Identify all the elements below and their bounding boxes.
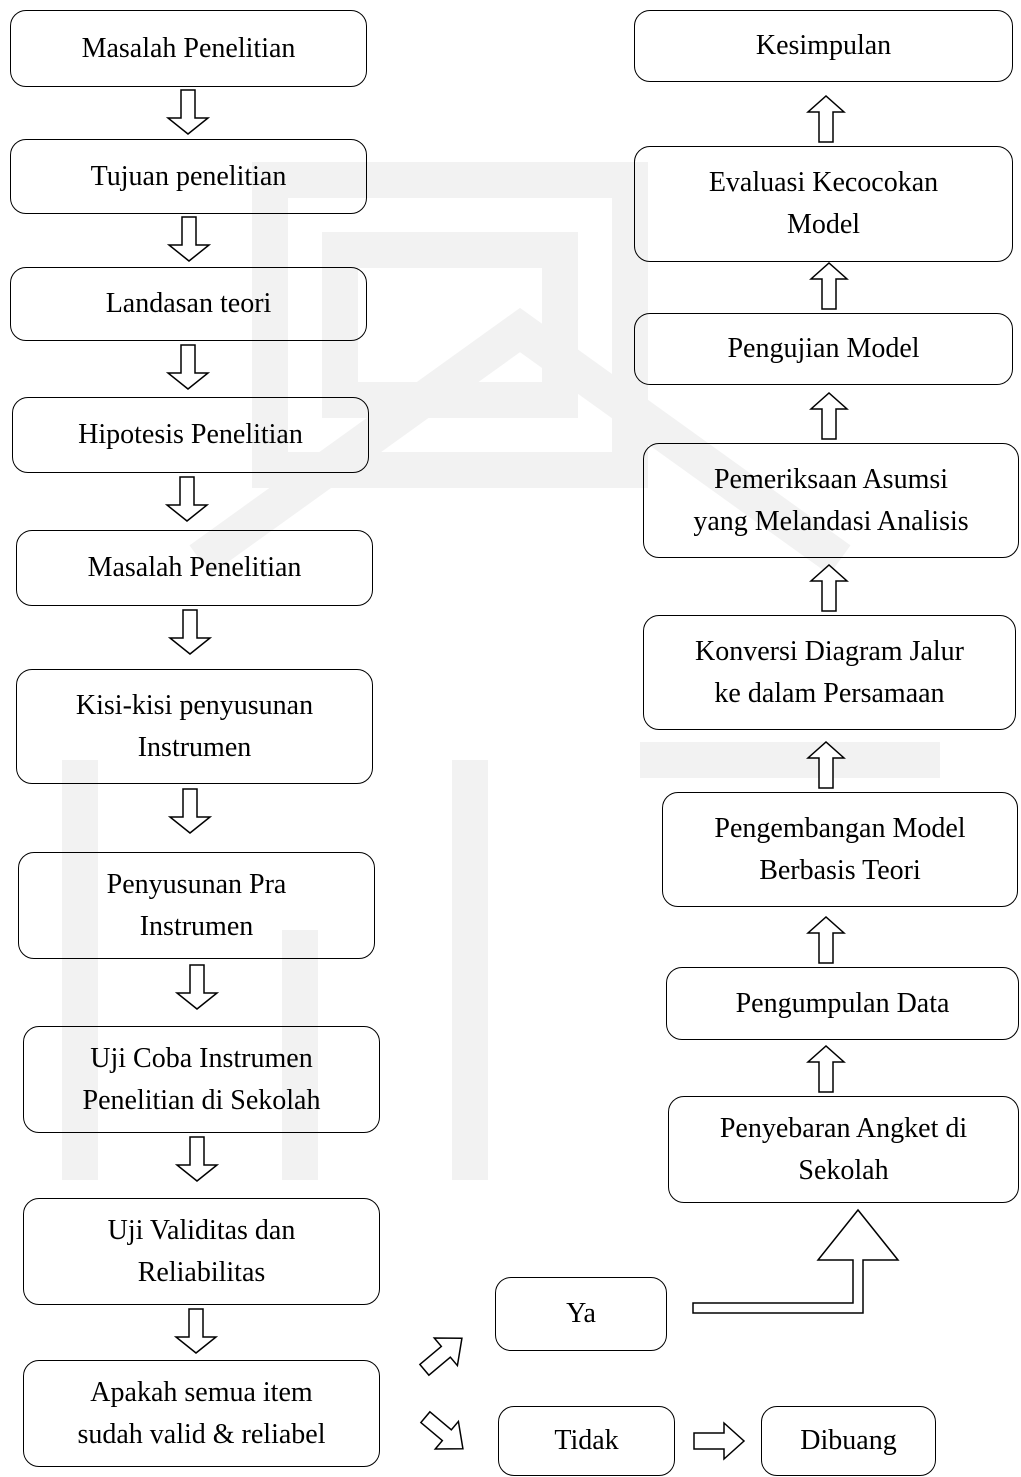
arrow-diagonal-down-icon: [419, 1410, 464, 1450]
box-pemeriksaan-asumsi: Pemeriksaan Asumsi yang Melandasi Analis…: [643, 443, 1019, 558]
box-tujuan-penelitian: Tujuan penelitian: [10, 139, 367, 214]
box-uji-coba-instrumen: Uji Coba Instrumen Penelitian di Sekolah: [23, 1026, 380, 1133]
box-penyebaran-angket: Penyebaran Angket di Sekolah: [668, 1096, 1019, 1203]
box-kisi-kisi: Kisi-kisi penyusunan Instrumen: [16, 669, 373, 784]
box-label: Masalah Penelitian: [87, 552, 302, 583]
box-label: Konversi Diagram Jalur ke dalam Persamaa…: [694, 635, 965, 709]
box-label: Pengumpulan Data: [735, 987, 950, 1019]
arrow-down-icon: [167, 609, 213, 655]
arrow-down-icon: [173, 1308, 219, 1354]
arrow-up-icon: [806, 1044, 846, 1093]
box-kesimpulan: Kesimpulan: [634, 10, 1013, 82]
arrow-up-icon: [809, 261, 849, 310]
arrow-down-icon: [166, 216, 212, 262]
box-label: Penyusunan Pra Instrumen: [106, 868, 287, 942]
box-masalah-penelitian-1: Masalah Penelitian: [10, 10, 367, 87]
box-label: Pengembangan Model Berbasis Teori: [714, 812, 966, 886]
box-label: Uji Coba Instrumen Penelitian di Sekolah: [82, 1042, 321, 1116]
box-pengembangan-model: Pengembangan Model Berbasis Teori: [662, 792, 1018, 907]
arrow-diagonal-up-icon: [418, 1337, 463, 1377]
arrow-up-icon: [809, 391, 849, 440]
arrow-down-icon: [165, 344, 211, 390]
box-masalah-penelitian-2: Masalah Penelitian: [16, 530, 373, 606]
arrow-down-icon: [174, 1136, 220, 1182]
box-landasan-teori: Landasan teori: [10, 267, 367, 341]
arrow-up-icon: [809, 563, 849, 612]
box-label: Tidak: [554, 1425, 619, 1456]
arrow-right-icon: [693, 1421, 746, 1461]
box-label: Evaluasi Kecocokan Model: [708, 167, 939, 240]
arrow-up-icon: [806, 915, 846, 964]
box-dibuang: Dibuang: [761, 1406, 936, 1476]
arrow-down-icon: [167, 788, 213, 834]
arrow-elbow-up-icon: [692, 1208, 900, 1314]
box-uji-validitas: Uji Validitas dan Reliabilitas: [23, 1198, 380, 1305]
box-hipotesis-penelitian: Hipotesis Penelitian: [12, 397, 369, 473]
box-label: Dibuang: [800, 1425, 897, 1456]
box-label: Uji Validitas dan Reliabilitas: [107, 1214, 296, 1288]
box-pengumpulan-data: Pengumpulan Data: [666, 967, 1019, 1040]
arrow-down-icon: [174, 964, 220, 1010]
box-label: Apakah semua item sudah valid & reliabel: [77, 1376, 326, 1450]
box-label: Pemeriksaan Asumsi yang Melandasi Analis…: [693, 463, 969, 537]
box-label: Tujuan penelitian: [90, 160, 287, 192]
arrow-down-icon: [164, 476, 210, 522]
arrow-up-icon: [806, 94, 846, 143]
box-label: Pengujian Model: [727, 333, 920, 364]
box-label: Penyebaran Angket di Sekolah: [719, 1112, 968, 1186]
box-tidak: Tidak: [498, 1406, 675, 1476]
box-apakah-valid: Apakah semua item sudah valid & reliabel: [23, 1360, 380, 1467]
box-konversi-diagram: Konversi Diagram Jalur ke dalam Persamaa…: [643, 615, 1016, 730]
box-penyusunan-pra-instrumen: Penyusunan Pra Instrumen: [18, 852, 375, 959]
box-pengujian-model: Pengujian Model: [634, 313, 1013, 385]
box-label: Masalah Penelitian: [81, 32, 296, 64]
box-label: Kisi-kisi penyusunan Instrumen: [75, 689, 314, 763]
arrow-up-icon: [806, 740, 846, 789]
box-ya: Ya: [495, 1277, 667, 1351]
box-label: Landasan teori: [105, 288, 272, 319]
arrow-down-icon: [165, 89, 211, 135]
box-label: Ya: [566, 1298, 596, 1329]
box-evaluasi-kecocokan: Evaluasi Kecocokan Model: [634, 146, 1013, 262]
box-label: Kesimpulan: [755, 30, 892, 61]
box-label: Hipotesis Penelitian: [78, 419, 303, 450]
